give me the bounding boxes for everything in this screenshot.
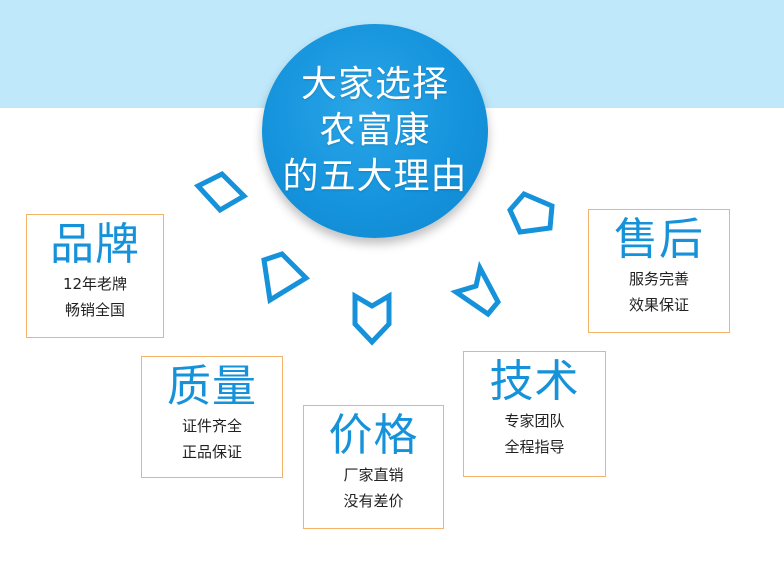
card-title: 价格	[328, 410, 419, 461]
arrow-pointer-icon	[193, 170, 249, 214]
card-line: 专家团队	[504, 412, 565, 430]
card-brand: 品牌 12年老牌 畅销全国	[26, 214, 164, 338]
card-line: 畅销全国	[64, 301, 125, 319]
card-line: 厂家直销	[343, 466, 404, 484]
arrow-pointer-icon	[450, 260, 501, 318]
arrow-pointer-icon	[261, 251, 311, 305]
card-title: 质量	[167, 361, 257, 412]
hero-line-3: 的五大理由	[282, 156, 468, 197]
card-line: 服务完善	[628, 270, 689, 288]
card-line: 没有差价	[343, 492, 404, 510]
card-line: 全程指导	[504, 438, 565, 456]
hero-line-1: 大家选择	[300, 64, 449, 105]
card-line: 12年老牌	[62, 275, 128, 293]
card-line: 证件齐全	[181, 417, 242, 435]
card-after-sales: 售后 服务完善 效果保证	[588, 209, 730, 333]
card-line: 效果保证	[628, 296, 689, 314]
card-title: 品牌	[50, 219, 140, 270]
hero-line-2: 农富康	[319, 110, 431, 151]
card-title: 技术	[489, 356, 580, 407]
card-line: 正品保证	[181, 443, 242, 461]
card-title: 售后	[614, 214, 704, 265]
card-technology: 技术 专家团队 全程指导	[463, 351, 606, 477]
arrow-pointer-icon	[352, 291, 392, 346]
hero-circle: 大家选择 农富康 的五大理由	[262, 24, 488, 238]
card-quality: 质量 证件齐全 正品保证	[141, 356, 283, 478]
card-price: 价格 厂家直销 没有差价	[303, 405, 444, 529]
arrow-pointer-icon	[507, 190, 555, 235]
